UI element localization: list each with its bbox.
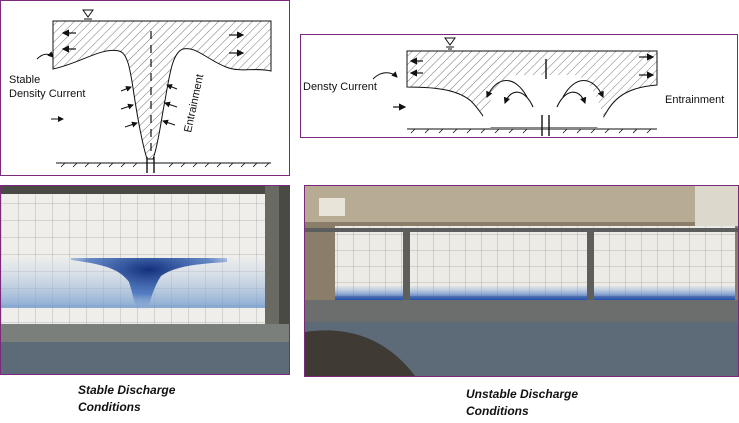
- label-pointer-icon: [36, 51, 54, 60]
- stable-current-label-2: Density Current: [9, 88, 85, 100]
- window-left: [319, 198, 345, 216]
- water-surface-icon: [444, 37, 456, 50]
- tank-frame-post: [587, 230, 594, 320]
- stable-current-label-1: Stable: [9, 74, 40, 86]
- unstable-entrainment-label: Entrainment: [665, 94, 724, 106]
- water-surface-icon: [82, 9, 94, 22]
- unstable-photo-svg: [305, 186, 738, 376]
- floor-hatch: [410, 128, 652, 134]
- stable-entrainment-label: Entrainment: [182, 73, 206, 134]
- unstable-discharge-photo: [304, 185, 739, 377]
- stable-discharge-diagram: Stable Density Current Entrainment: [0, 0, 290, 176]
- tank-rail: [305, 228, 738, 232]
- unstable-diagram-svg: Densty Current Entrainment: [303, 37, 724, 136]
- window-right: [695, 186, 738, 226]
- lab-floor: [1, 342, 289, 374]
- stable-discharge-photo: [0, 185, 290, 375]
- tank-frame-post: [403, 230, 410, 320]
- flow-arrow-icon: [61, 29, 245, 57]
- tank-base: [305, 300, 738, 322]
- tank-frame-post: [265, 186, 279, 346]
- tank-base: [1, 324, 289, 342]
- stable-plume-region: [52, 20, 272, 160]
- unstable-caption-line-2: Conditions: [466, 404, 529, 418]
- stable-photo-svg: [1, 186, 289, 374]
- floor-hatch: [60, 162, 270, 168]
- stable-caption-line-1: Stable Discharge: [78, 383, 176, 397]
- discharge-nozzle-icon: [541, 115, 550, 136]
- stable-caption: Stable Discharge Conditions: [78, 382, 238, 416]
- circulation-arrow-icon: [486, 80, 604, 108]
- unstable-caption: Unstable Discharge Conditions: [466, 386, 666, 420]
- entrainment-arrow-icon: [51, 84, 178, 128]
- flow-arrow-icon: [393, 53, 655, 111]
- label-pointer-icon: [372, 71, 398, 80]
- unstable-discharge-diagram: Densty Current Entrainment: [300, 34, 738, 138]
- density-layer: [335, 286, 735, 300]
- unstable-caption-line-1: Unstable Discharge: [466, 387, 579, 401]
- dye-plume: [71, 258, 227, 316]
- unstable-current-label: Densty Current: [303, 81, 377, 93]
- lab-wall: [305, 186, 738, 222]
- stable-diagram-svg: Stable Density Current Entrainment: [9, 9, 272, 173]
- tank-wall: [335, 226, 735, 296]
- discharge-nozzle-icon: [146, 157, 155, 173]
- stable-caption-line-2: Conditions: [78, 400, 141, 414]
- foreground-equipment: [305, 330, 415, 376]
